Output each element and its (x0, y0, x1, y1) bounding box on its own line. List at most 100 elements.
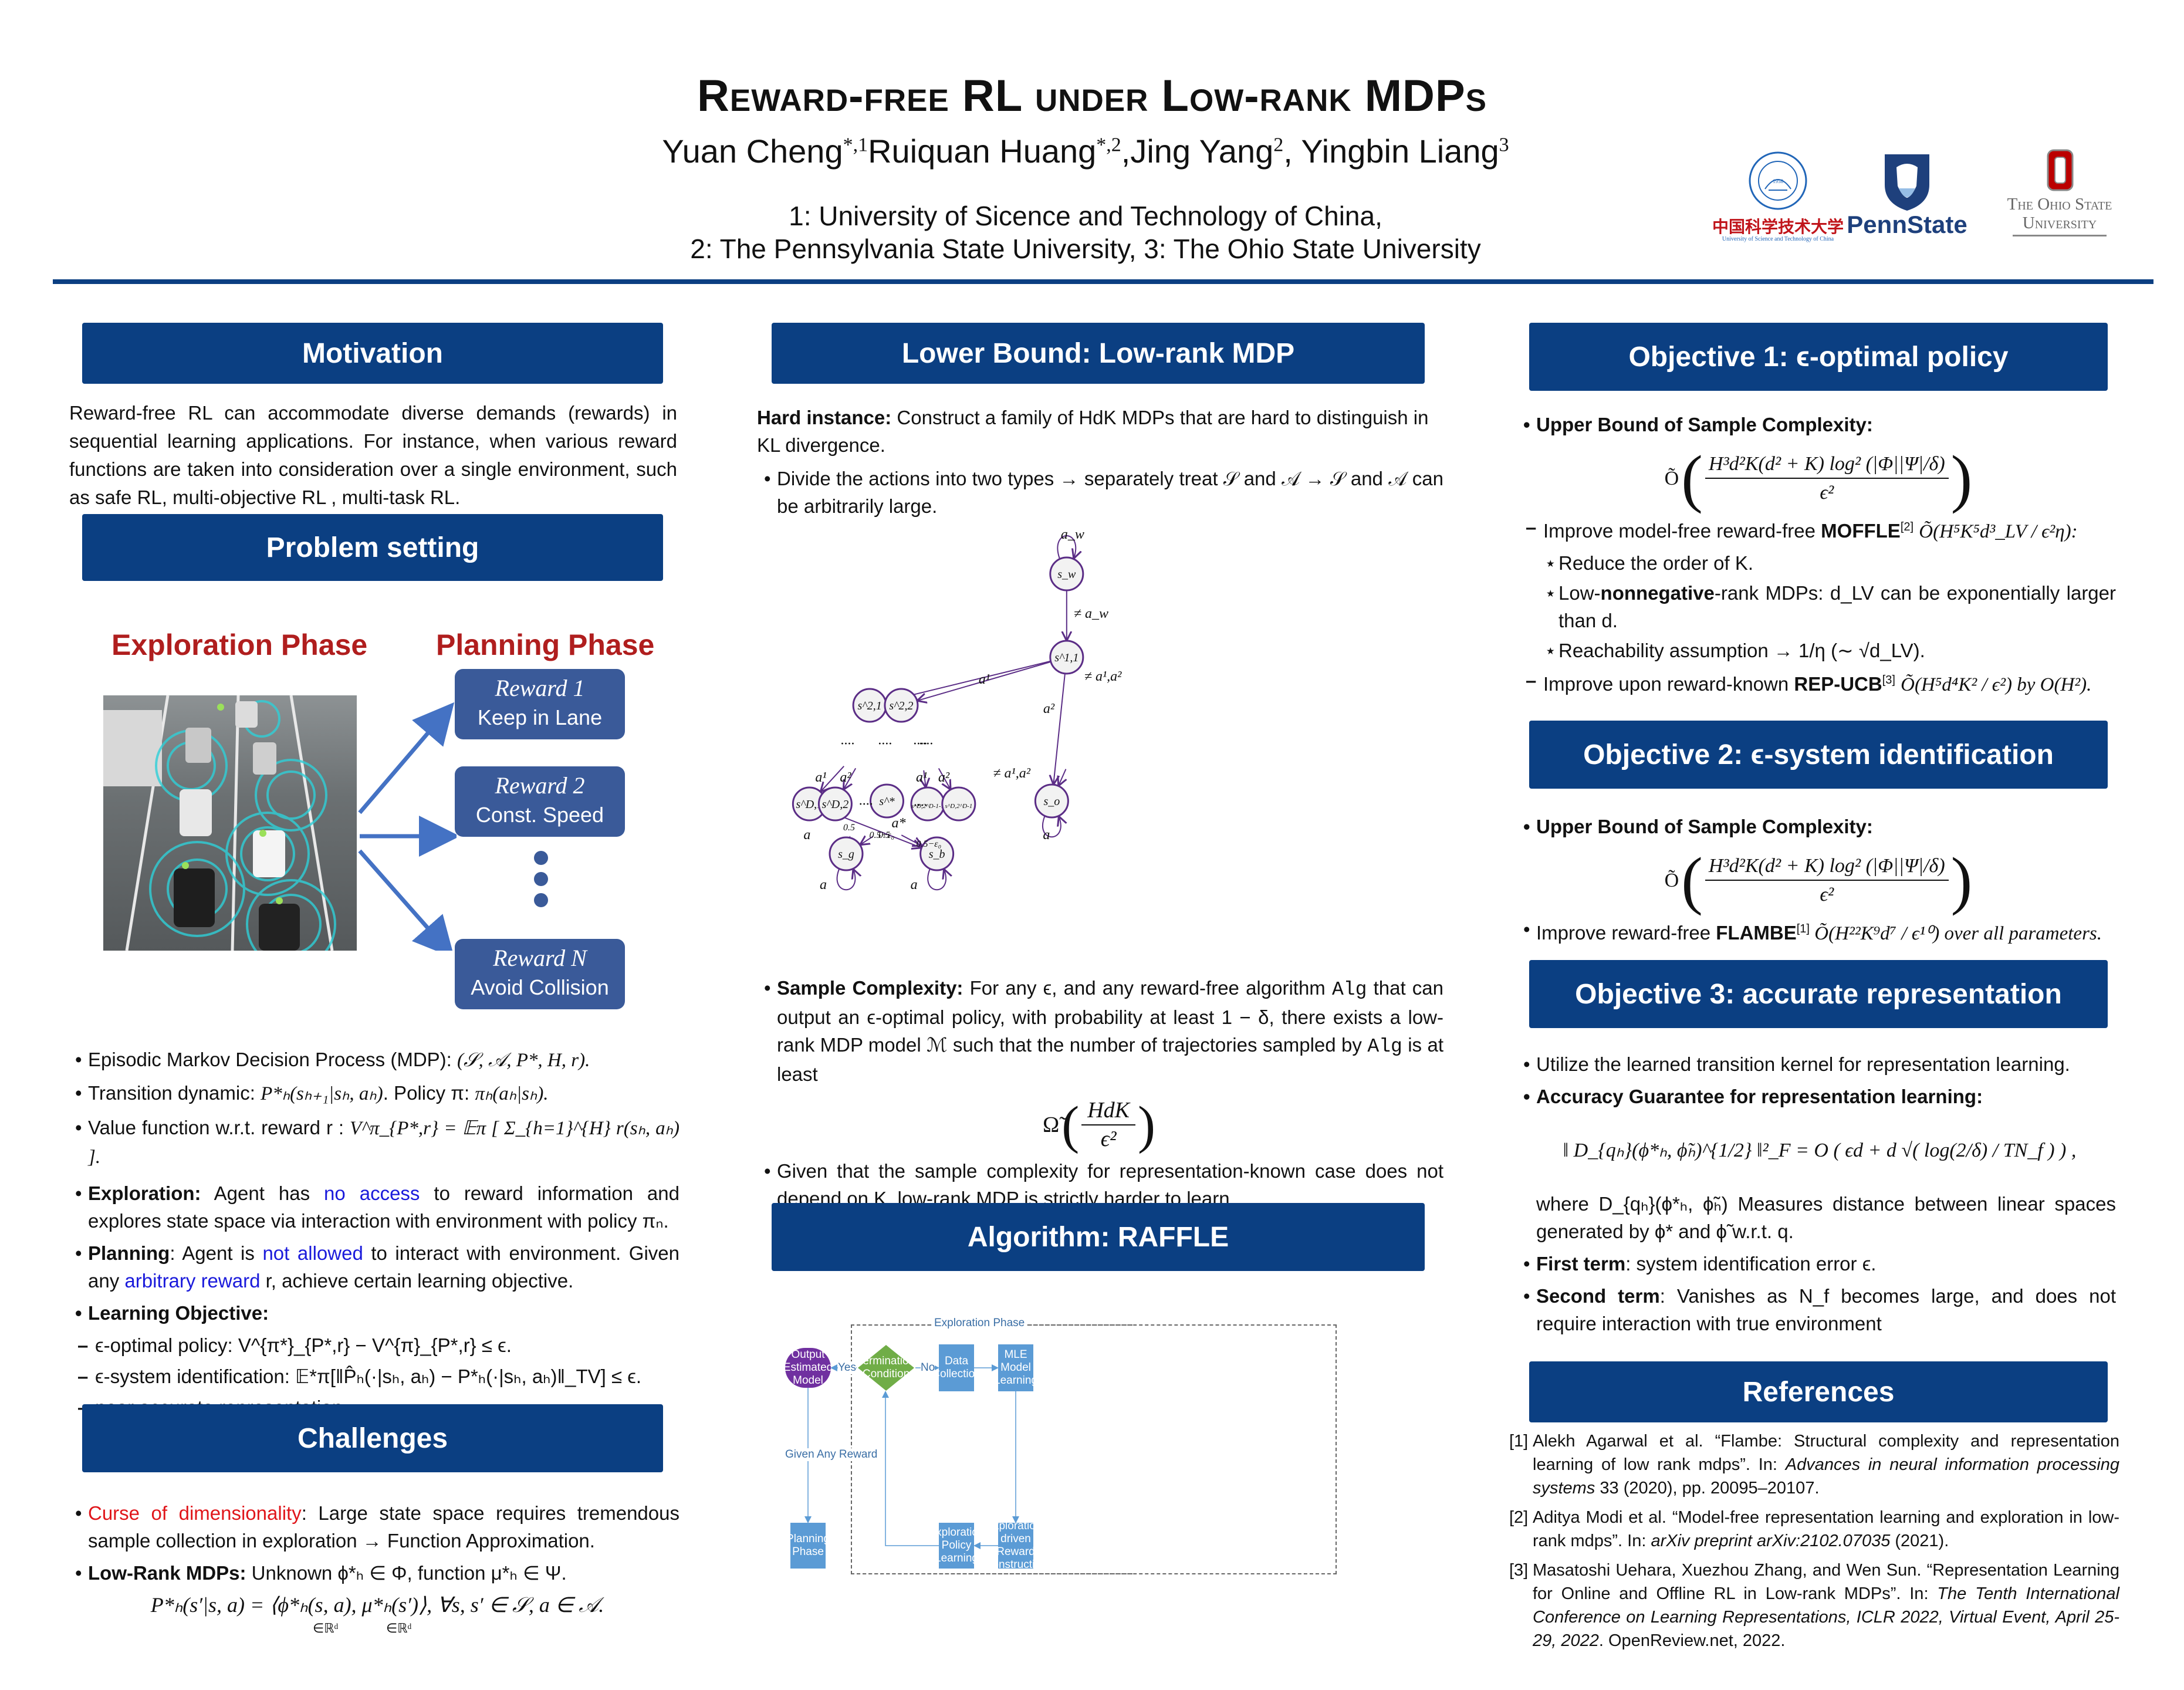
mdp-edge-label: ···· (913, 736, 927, 752)
reward-title: Reward 2 (495, 772, 585, 799)
reference-text: Aditya Modi et al. “Model-free represent… (1533, 1508, 2119, 1550)
mdp-edge-label: ≠ a¹,a² (1084, 669, 1122, 684)
reference-number: [1] (1509, 1432, 1529, 1451)
autonomous-driving-image (103, 695, 357, 951)
edge-policy-to-termination (882, 1391, 939, 1546)
section-header-problem-setting: Problem setting (82, 514, 663, 581)
osu-line: University (2022, 214, 2097, 232)
fraction-denominator: ϵ² (1820, 884, 1834, 905)
bullet-text: . Policy π: (383, 1082, 475, 1104)
mdp-state-label: s^D,1 (796, 798, 823, 811)
section-header-lower-bound: Lower Bound: Low-rank MDP (772, 323, 1425, 384)
phase-arrows (358, 702, 457, 951)
reward-title: Reward 1 (495, 675, 585, 701)
no-label: No (921, 1361, 935, 1374)
mdp-state-label: s^2,2 (889, 699, 913, 712)
bullet-text: : Agent is (170, 1242, 263, 1264)
author-affil-sup: 3 (1499, 134, 1509, 156)
accuracy-formula: ‖ D_{qₕ}(ϕ*ₕ, ϕ̃ₕ)^{1/2} ‖²_F = O ( ϵd +… (1563, 1139, 2077, 1161)
highlight-text: Curse of dimensionality (88, 1502, 302, 1524)
bullet-exploration: Exploration: Agent has no access to rewa… (75, 1179, 679, 1235)
reward-box: Reward 1 Keep in Lane (455, 669, 625, 739)
mdp-state-label: s^2,1 (858, 699, 882, 712)
mdp-edge-label: 0.5 (843, 823, 855, 833)
mdp-state-label: s_b (929, 848, 945, 861)
bullet-accuracy-label: Accuracy Guarantee for representation le… (1523, 1083, 2116, 1110)
objective-item: ϵ-optimal policy: V^{π*}_{P*,r} − V^{π}_… (75, 1331, 679, 1359)
ohio-state-wordmark: The Ohio State University (1983, 195, 2136, 232)
bullet-label: Low-Rank MDPs: (88, 1562, 246, 1584)
pennstate-wordmark: PennState (1847, 211, 1967, 238)
reference-text: (2021). (1890, 1532, 1949, 1550)
mdp-state-label: s^D,2 (822, 798, 849, 811)
bullet-label: Planning (88, 1242, 170, 1264)
sub-bullet: Reduce the order of K. (1523, 549, 2116, 577)
bullet-text: r, achieve certain learning objective. (260, 1270, 574, 1292)
o-tilde: Õ (1664, 869, 1679, 891)
mdp-transition-edge (1059, 769, 1066, 786)
output-estimated-model-node: Output Estimated Model (783, 1348, 833, 1388)
repucb-comparison: Improve upon reward-known REP-UCB[3] Õ(H… (1523, 667, 2116, 699)
affiliation-line: 1: University of Sicence and Technology … (789, 201, 1382, 231)
mdp-state-node (1034, 783, 1069, 819)
citation[interactable]: [3] (1882, 674, 1895, 687)
distance-explanation: where D_{qₕ}(ϕ*ₕ, ϕ̃ₕ) Measures distance… (1536, 1193, 2116, 1242)
author-name: Yuan Cheng (662, 133, 843, 170)
reference-text: Masatoshi Uehara, Xuezhou Zhang, and Wen… (1533, 1561, 2119, 1603)
mdp-edge-label: a¹ (815, 770, 826, 785)
mdp-transition-edge (860, 836, 874, 845)
omega-tilde: Ω̃ (1042, 1112, 1060, 1137)
mdp-state-node (869, 783, 904, 819)
reference-item: [2]Aditya Modi et al. “Model-free repres… (1509, 1506, 2119, 1553)
section-header-objective-2: Objective 2: ϵ-system identification (1529, 721, 2108, 789)
mdp-edge-label: 0.5+ε₀ (869, 830, 894, 840)
objective-item: ϵ-system identification: 𝔼*π[‖P̂ₕ(·|sₕ, … (75, 1363, 679, 1390)
section-header-challenges: Challenges (82, 1404, 663, 1472)
motivation-text: Reward-free RL can accommodate diverse d… (69, 402, 677, 508)
math-expr: Õ(H⁵d⁴K² / ϵ²) by O(H²). (1901, 674, 2092, 695)
mdp-edge-label: ···· (913, 798, 927, 813)
bullet-text: Low- (1558, 582, 1601, 604)
reference-venue: Advances in neural information processin… (1533, 1455, 2120, 1498)
bullet-label: Exploration: (88, 1182, 201, 1204)
method-name: REP-UCB (1794, 673, 1882, 695)
objective-2-formula: Õ ( H³d²K(d² + K) log² (|Φ||Ψ|/δ) ϵ² ) (1664, 844, 1973, 916)
raffle-flowchart: Exploration Phase Output Estimated Model… (775, 1303, 1449, 1596)
bullet-text: For any ϵ, and any reward-free algorithm (963, 977, 1332, 999)
bullet-text: : system identification error ϵ. (1625, 1253, 1877, 1275)
alg-name: Alg (1331, 979, 1367, 1001)
alg-name: Alg (1367, 1036, 1402, 1057)
mdp-edge-label: a¹ (979, 672, 990, 687)
o-tilde: Õ (1664, 467, 1679, 489)
highlight-text: not allowed (262, 1242, 363, 1264)
reference-text: . OpenReview.net, 2022. (1598, 1631, 1786, 1650)
author-affil-sup: 2 (1273, 134, 1284, 156)
bullet-divide-actions: Divide the actions into two types → sepa… (764, 465, 1443, 520)
mdp-self-loop (1042, 816, 1061, 838)
sub-bullet: Low-nonnegative-rank MDPs: d_LV can be e… (1523, 579, 2116, 634)
math-expr: V^π_{P*,r} = 𝔼π [ Σ_{h=1}^{H} r(sₕ, aₕ) … (88, 1118, 679, 1168)
lower-bound-formula: Ω̃ ( HdK ϵ² ) (1042, 1096, 1155, 1154)
reward-title: Reward N (493, 945, 587, 971)
citation[interactable]: [2] (1900, 520, 1914, 533)
given-any-reward-label: Given Any Reward (785, 1448, 878, 1461)
ustc-seal-icon: 1958 (1749, 151, 1807, 210)
section-header-objective-1: Objective 1: ϵ-optimal policy (1529, 323, 2108, 391)
author-name: Ruiquan Huang (868, 133, 1097, 170)
section-header-motivation: Motivation (82, 323, 663, 384)
reward-desc: Avoid Collision (471, 975, 609, 999)
mdp-edge-label: a (803, 827, 810, 843)
reward-construction-node: Exploration-driven Reward Construction (984, 1520, 1047, 1571)
citation[interactable]: [1] (1796, 922, 1810, 935)
method-name: MOFFLE (1821, 520, 1901, 542)
mdp-state-label: s^* (879, 795, 894, 808)
mdp-edge-label: a* (891, 816, 905, 831)
bullet-text: Episodic Markov Decision Process (MDP): (88, 1049, 457, 1070)
bullet-label: Sample Complexity: (777, 977, 963, 999)
reference-venue: arXiv preprint arXiv:2102.07035 (1651, 1532, 1891, 1550)
objective-1-formula: Õ ( H³d²K(d² + K) log² (|Φ||Ψ|/δ) ϵ² ) (1664, 442, 1973, 514)
mdp-state-label: s^D,2^D-1 (945, 803, 972, 810)
challenges-bullets: Curse of dimensionality: Large state spa… (75, 1499, 679, 1637)
upper-bound-label: Upper Bound of Sample Complexity: (1523, 411, 2116, 438)
